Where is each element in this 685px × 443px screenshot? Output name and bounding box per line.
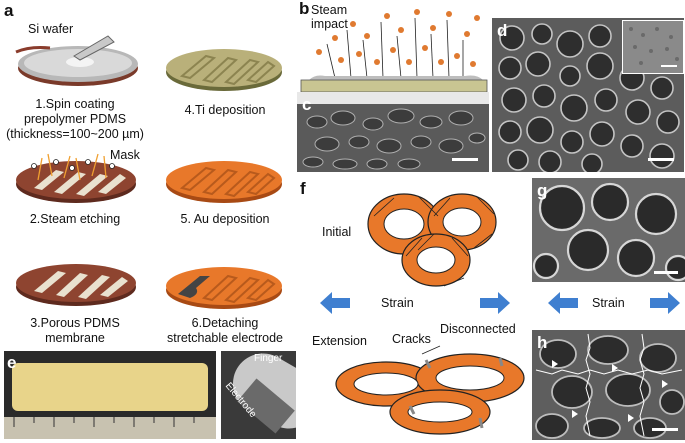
strain-label-f: Strain — [381, 296, 414, 310]
panel-h-label: h — [537, 333, 548, 352]
strain-label-g: Strain — [592, 296, 625, 310]
panel-d-sem-image — [492, 18, 684, 172]
initial-label: Initial — [322, 225, 352, 239]
steam-label-line1: Steam — [311, 3, 348, 17]
panel-g-label: g — [537, 181, 548, 200]
panel-g-sem-image — [532, 178, 685, 282]
ruler — [4, 417, 216, 439]
si-wafer-label: Si wafer — [28, 22, 74, 36]
step-6-caption: 6.Detaching stretchable electrode — [150, 316, 300, 346]
au-deposition-disc — [166, 161, 282, 203]
panel-c-scale-bar — [452, 158, 478, 161]
step-2-line1: 2.Steam etching — [29, 212, 121, 226]
step-4-caption: 4.Ti deposition — [160, 103, 290, 118]
strain-left-arrow-gh — [548, 292, 578, 314]
panel-c-label: c — [302, 95, 312, 114]
strain-right-arrow-gh — [650, 292, 680, 314]
porous-pdms-disc — [16, 264, 136, 306]
mask-label: Mask — [110, 148, 140, 162]
panel-h-sem-image — [532, 330, 685, 440]
step-1-line1: 1.Spin coating — [35, 97, 115, 111]
strain-right-arrow — [480, 292, 510, 314]
step-5-caption: 5. Au deposition — [160, 212, 290, 227]
spin-coating-disc — [15, 35, 138, 86]
step-3-caption: 3.Porous PDMS membrane — [0, 316, 150, 346]
panel-f-label: f — [300, 179, 306, 198]
finger-label: Finger — [254, 353, 283, 364]
step-6-line1: 6.Detaching — [191, 316, 259, 330]
panel-e-label: e — [7, 353, 17, 372]
step-1-caption: 1.Spin coating prepolymer PDMS (thicknes… — [0, 97, 150, 142]
step-4-line1: 4.Ti deposition — [184, 103, 266, 117]
extension-label: Extension — [312, 334, 367, 348]
finger-photo — [221, 351, 296, 439]
steam-etching-disc — [16, 153, 136, 203]
panel-d-label: d — [497, 21, 508, 40]
step-3-line2: membrane — [45, 331, 105, 345]
strain-left-arrow — [320, 292, 350, 314]
cracks-label: Cracks — [392, 332, 431, 346]
step-1-line3: (thickness=100~200 µm) — [6, 127, 144, 141]
disconnected-label: Disconnected — [440, 322, 516, 336]
step-2-caption: 2.Steam etching — [0, 212, 150, 227]
panel-b-label: b — [299, 0, 310, 18]
panel-d-scale-bar — [648, 158, 674, 161]
step-6-line2: stretchable electrode — [166, 331, 284, 345]
electrode-strip — [12, 363, 208, 411]
panel-a-label: a — [4, 1, 14, 20]
panel-d-inset-image — [622, 20, 684, 74]
initial-rings-diagram — [367, 193, 497, 287]
steam-impact-diagram — [300, 9, 488, 93]
step-3-line1: 3.Porous PDMS — [30, 316, 120, 330]
ti-deposition-disc — [166, 49, 282, 91]
electrode-photo — [4, 351, 216, 439]
step-5-line1: 5. Au deposition — [180, 212, 270, 226]
extended-rings-diagram — [335, 345, 525, 435]
step-1-line2: prepolymer PDMS — [23, 112, 127, 126]
panel-h-scale-bar — [652, 428, 678, 431]
detaching-disc — [166, 267, 282, 309]
steam-label-line2: impact — [311, 17, 348, 31]
panel-g-scale-bar — [654, 271, 678, 274]
